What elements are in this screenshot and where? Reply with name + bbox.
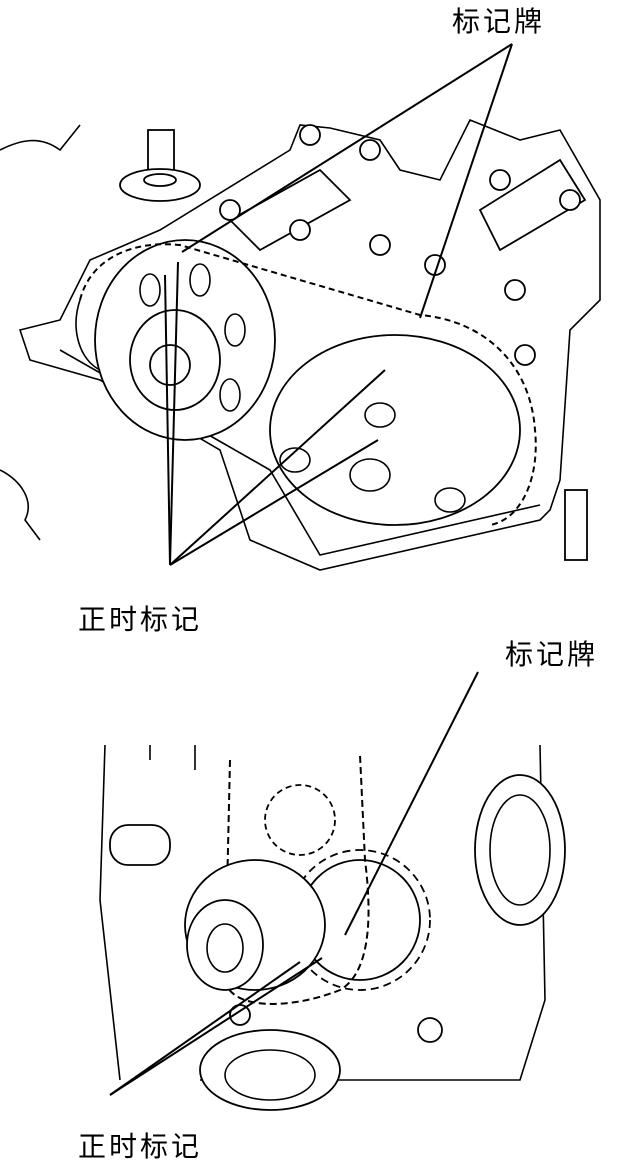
intake-camshaft <box>228 168 352 252</box>
lower-seal <box>199 1029 341 1111</box>
crank-stub <box>109 824 171 866</box>
top-engine-drawing <box>0 118 601 571</box>
sprocket-bolt <box>149 344 191 386</box>
exhaust-camshaft <box>478 158 587 252</box>
upper-sprocket <box>264 784 336 856</box>
bottom-leader-lines <box>109 671 479 1096</box>
label-plate-caption-bottom: 标记牌 <box>505 638 599 671</box>
top-leader-lines <box>164 43 513 566</box>
label-plate-caption-top: 标记牌 <box>452 5 546 38</box>
right-bore <box>474 774 566 926</box>
timing-mark-caption-top: 正时标记 <box>78 603 203 636</box>
bottom-engine-drawing <box>99 744 566 1111</box>
timing-chain <box>79 243 537 526</box>
engine-block-outline <box>0 124 81 541</box>
block-outline-bottom <box>99 744 546 1081</box>
exhaust-cam-sprocket <box>269 334 521 526</box>
timing-mark-caption-bottom: 正时标记 <box>78 1130 203 1163</box>
cylinder-head-outline <box>18 118 601 571</box>
timing-chain-bottom <box>223 754 370 1005</box>
side-bolt <box>564 489 588 561</box>
